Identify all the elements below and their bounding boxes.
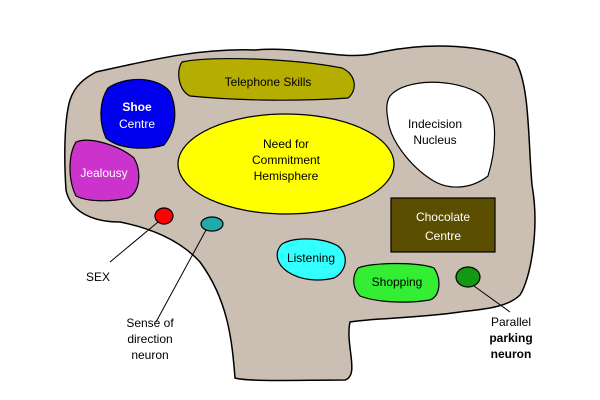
jealousy-label: Jealousy bbox=[80, 166, 127, 180]
parking-neuron-label: neuron bbox=[491, 347, 532, 361]
shopping-region bbox=[353, 262, 440, 303]
shoe-label: Shoe bbox=[122, 100, 152, 114]
sense-of-label: Sense of bbox=[126, 316, 174, 330]
commitment-label: Commitment bbox=[252, 153, 321, 167]
chocolate-label: Chocolate bbox=[416, 210, 470, 224]
direction-label: direction bbox=[127, 332, 172, 346]
parking-label: parking bbox=[489, 331, 532, 345]
listening-region bbox=[276, 238, 346, 281]
commitment-hemisphere-region bbox=[177, 113, 395, 215]
direction-callout-line bbox=[155, 229, 207, 323]
hemisphere-label: Hemisphere bbox=[254, 169, 319, 183]
telephone-skills-label: Telephone Skills bbox=[225, 75, 312, 89]
sex-label: SEX bbox=[86, 270, 110, 284]
chocolate-centre-label: Centre bbox=[425, 229, 461, 243]
centre-label: Centre bbox=[119, 117, 155, 131]
telephone-skills-region bbox=[178, 58, 355, 101]
sex-region bbox=[154, 207, 174, 225]
parallel-label: Parallel bbox=[491, 315, 531, 329]
nucleus-label: Nucleus bbox=[413, 133, 456, 147]
indecision-nucleus-region bbox=[386, 81, 496, 188]
sex-callout-line bbox=[109, 221, 159, 263]
indecision-label: Indecision bbox=[408, 117, 462, 131]
shoe-centre-region bbox=[100, 78, 176, 149]
direction-neuron-region bbox=[200, 216, 224, 232]
shopping-label: Shopping bbox=[372, 275, 423, 289]
need-for-label: Need for bbox=[263, 137, 309, 151]
listening-label: Listening bbox=[287, 251, 335, 265]
neuron-label: neuron bbox=[131, 348, 168, 362]
jealousy-region bbox=[69, 139, 140, 202]
chocolate-centre-region bbox=[390, 197, 496, 253]
parking-callout-line bbox=[473, 285, 511, 313]
parking-neuron-region bbox=[455, 266, 481, 288]
